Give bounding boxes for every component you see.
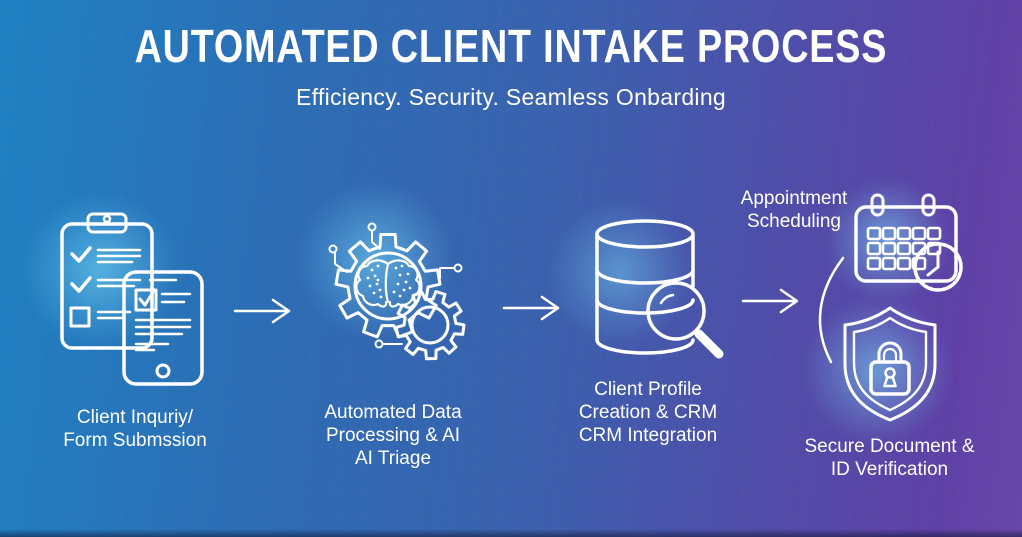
stage4b-label: Secure Document & ID Verification xyxy=(782,435,997,481)
stage2-label-line2: Processing & AI xyxy=(325,425,461,446)
gears-ai-brain-icon xyxy=(320,218,478,370)
page-title: AUTOMATED CLIENT INTAKE PROCESS xyxy=(0,20,1022,72)
calendar-clock-icon xyxy=(848,193,973,303)
bottom-edge-shadow xyxy=(0,529,1022,537)
stage1-label: Client Inquriy/ Form Submssion xyxy=(30,406,240,452)
clipboard-checklist-tablet-icon xyxy=(52,210,212,395)
database-magnifier-icon xyxy=(586,214,736,374)
stage4a-label-line2: Scheduling xyxy=(746,211,842,232)
flow-arrow-icon xyxy=(741,287,805,315)
calendar-grid xyxy=(866,226,942,271)
branch-arc-icon xyxy=(800,250,850,370)
stage3-label-line2: Creation & CRM xyxy=(578,402,718,423)
stage2-label-line3: AI Triage xyxy=(354,448,432,469)
stage3-label-line1: Client Profile xyxy=(594,379,702,400)
stage2-label: Automated Data Processing & AI AI Triage xyxy=(288,401,498,470)
page-subtitle: Efficiency. Security. Seamless Onbarding xyxy=(295,84,727,110)
flow-arrow-icon xyxy=(502,294,566,322)
stage2-label-line1: Automated Data xyxy=(324,402,462,423)
page-title-text: AUTOMATED CLIENT INTAKE PROCESS xyxy=(134,20,888,72)
flow-arrow-icon xyxy=(233,297,297,325)
shield-padlock-icon xyxy=(835,302,950,427)
brain-dots xyxy=(366,264,412,299)
stage1-label-line2: Form Submssion xyxy=(63,430,207,451)
stage4a-label: Appointment Scheduling xyxy=(705,187,883,233)
stage3-label-line3: CRM Integration xyxy=(578,425,718,446)
stage4b-label-line1: Secure Document & xyxy=(804,436,975,457)
stage3-label: Client Profile Creation & CRM CRM Integr… xyxy=(543,378,753,447)
stage4a-label-line1: Appointment xyxy=(740,188,848,209)
stage1-label-line1: Client Inquriy/ xyxy=(76,407,194,428)
stage4b-label-line2: ID Verification xyxy=(830,459,949,480)
